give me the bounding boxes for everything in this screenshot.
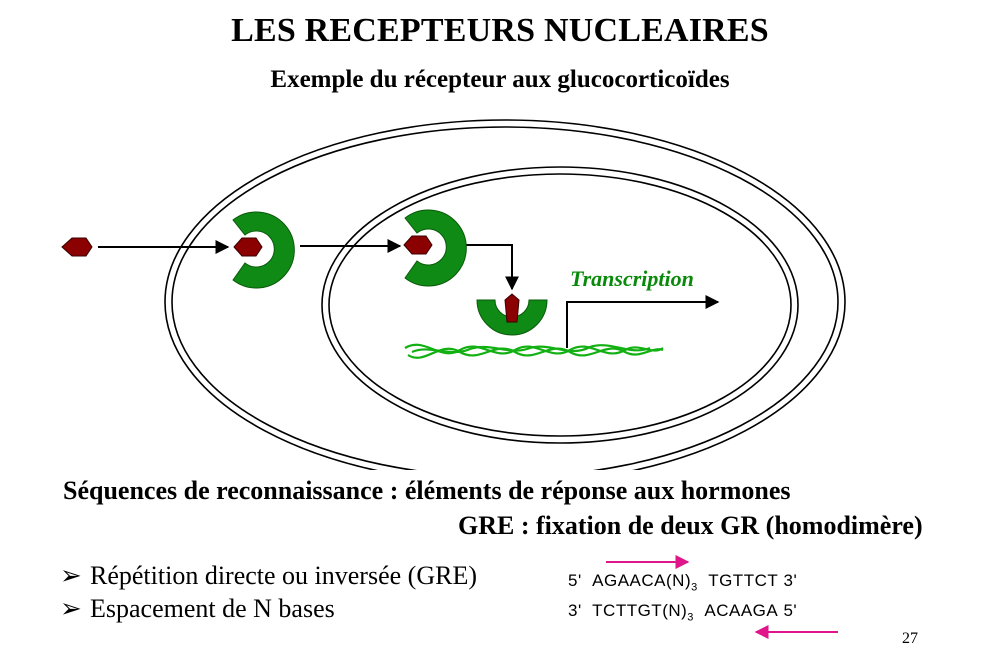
bound-hormone-icon: [403, 235, 433, 255]
list-item-text: Répétition directe ou inversée (GRE): [90, 561, 477, 590]
page-number: 27: [902, 630, 918, 647]
page-title: LES RECEPTEURS NUCLEAIRES: [231, 12, 769, 49]
hormone-icon: [61, 237, 93, 257]
gre-sequence-top: 5' AGAACA(N)3 TGTTCT 3': [568, 571, 798, 594]
transcription-arrow: [566, 295, 720, 348]
bound-hormone-icon: [233, 237, 263, 257]
dna-bound-receptor-icon: [476, 293, 548, 336]
dna-strand-icon: [404, 343, 664, 359]
list-item: ➢ Répétition directe ou inversée (GRE): [60, 561, 477, 591]
receptor-icon: [403, 209, 467, 287]
list-item-text: Espacement de N bases: [90, 594, 335, 623]
arrow-to-dna: [462, 244, 519, 291]
cell-membrane: [164, 119, 846, 470]
list-item: ➢ Espacement de N bases: [60, 594, 335, 624]
bullet-arrow-icon: ➢: [60, 561, 82, 590]
bound-hormone-icon: [504, 293, 520, 323]
transcription-label: Transcription: [570, 266, 694, 291]
nuclear-receptor-diagram: Transcription: [61, 119, 846, 470]
page-subtitle: Exemple du récepteur aux glucocorticoïde…: [270, 66, 730, 93]
bullet-arrow-icon: ➢: [60, 594, 82, 623]
nuclear-membrane: [321, 166, 799, 444]
receptor-icon: [232, 211, 295, 289]
recognition-sequences-heading: Séquences de reconnaissance : éléments d…: [63, 476, 791, 505]
gre-sequence-bottom: 3' TCTTGT(N)3 ACAAGA 5': [568, 601, 798, 624]
gre-heading: GRE : fixation de deux GR (homodimère): [458, 511, 923, 540]
